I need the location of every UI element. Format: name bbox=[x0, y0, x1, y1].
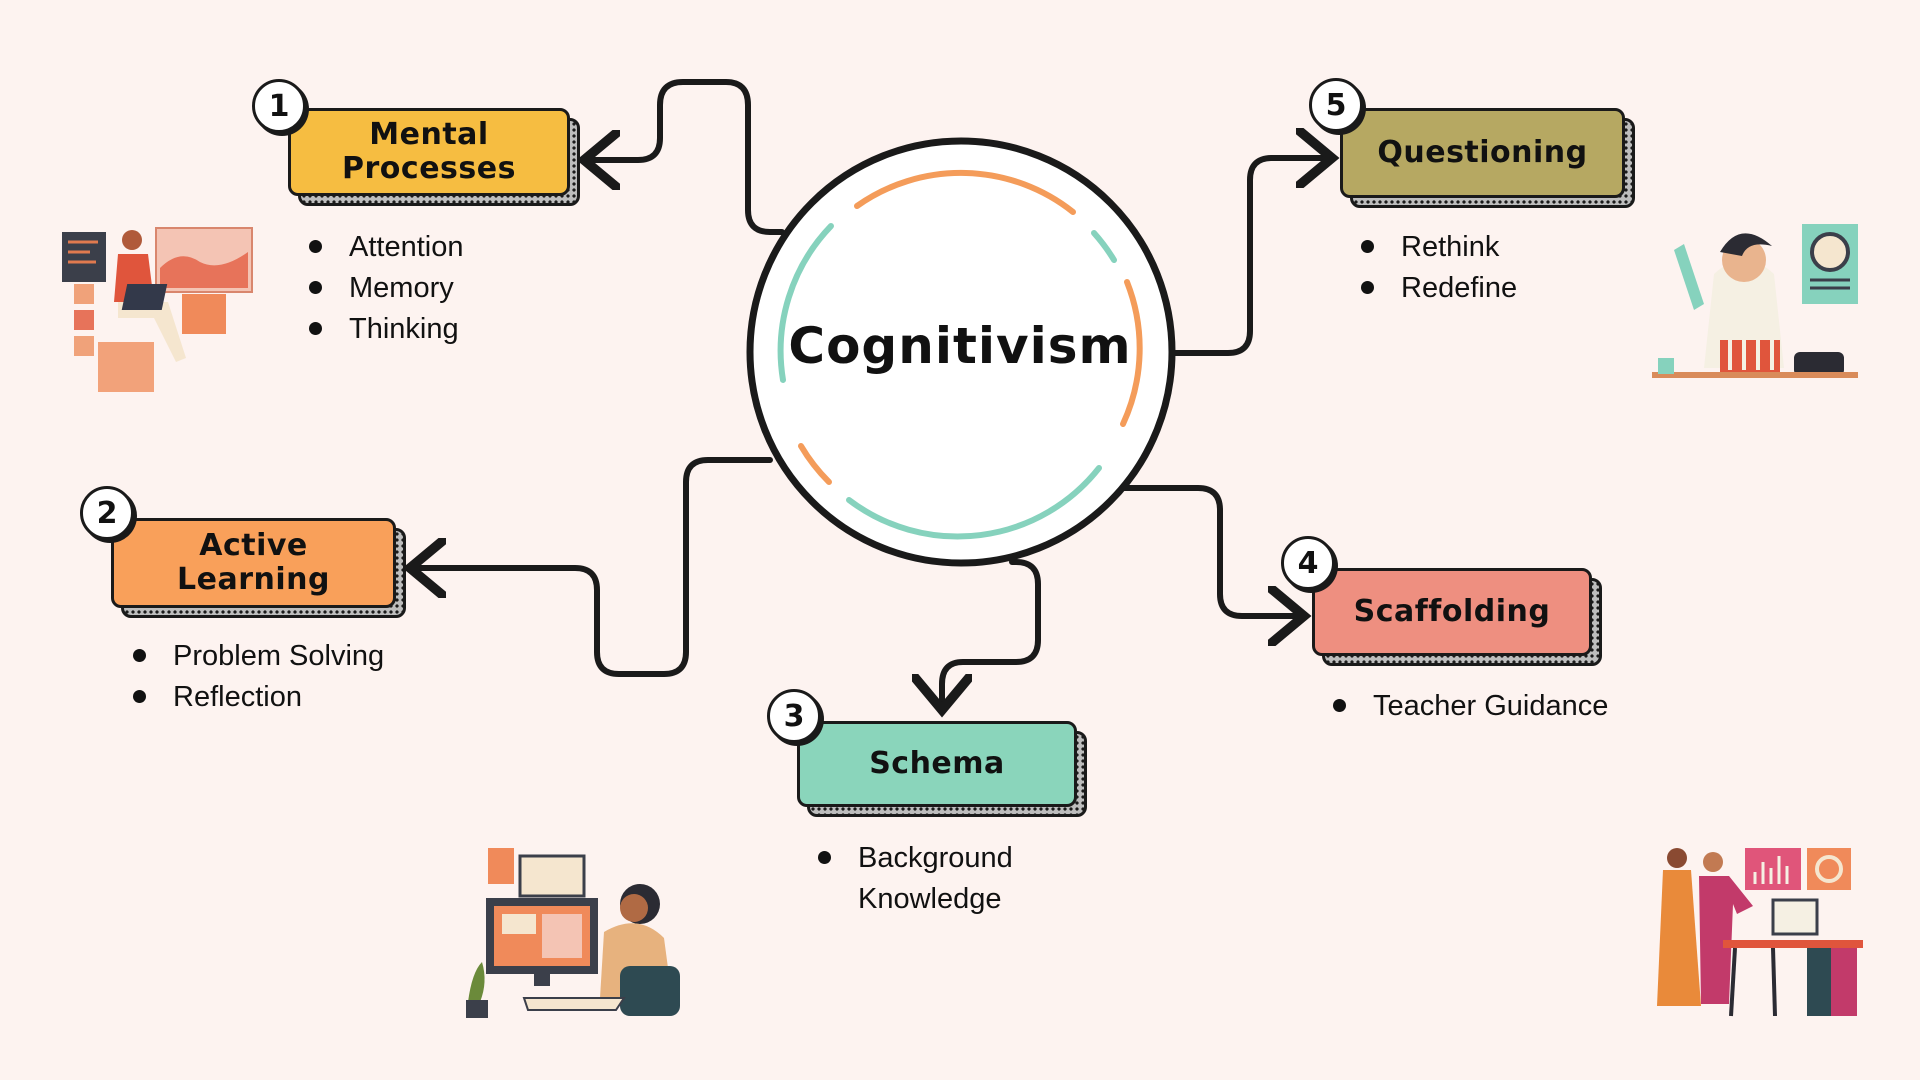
ring-arc-right bbox=[1120, 279, 1143, 427]
bullet-item: Background Knowledge bbox=[818, 838, 1058, 920]
bullets-active-learning: Problem Solving Reflection bbox=[133, 636, 384, 718]
node-active-learning: Active Learning bbox=[111, 518, 406, 618]
bullet-item: Rethink bbox=[1361, 227, 1517, 268]
node-scaffolding: Scaffolding bbox=[1312, 568, 1602, 666]
bullets-scaffolding: Teacher Guidance bbox=[1333, 686, 1608, 727]
bullet-item: Teacher Guidance bbox=[1333, 686, 1608, 727]
person-laptop-illustration bbox=[62, 227, 253, 392]
center-title: Cognitivism bbox=[788, 317, 1132, 375]
ring-arc-bottom bbox=[846, 465, 1102, 540]
bullet-item: Redefine bbox=[1361, 268, 1517, 309]
person-computer-desk-illustration bbox=[466, 848, 680, 1018]
connector-mental-processes bbox=[584, 79, 785, 235]
node-label: Schema bbox=[797, 721, 1077, 807]
badge-3: 3 bbox=[767, 689, 821, 743]
node-label: Mental Processes bbox=[288, 108, 570, 196]
ring-arc-right-teal bbox=[1091, 230, 1117, 263]
scientist-lab-illustration bbox=[1652, 224, 1858, 378]
badge-2: 2 bbox=[80, 486, 134, 540]
node-label: Active Learning bbox=[111, 518, 396, 608]
bullets-questioning: Rethink Redefine bbox=[1361, 227, 1517, 309]
bullet-item: Problem Solving bbox=[133, 636, 384, 677]
node-label: Scaffolding bbox=[1312, 568, 1592, 656]
ring-arc-bottom-left bbox=[798, 443, 832, 485]
bullets-schema: Background Knowledge bbox=[818, 838, 1058, 920]
ring-arc-top bbox=[854, 169, 1076, 215]
center-circle bbox=[746, 137, 1176, 567]
connector-questioning bbox=[1169, 158, 1332, 356]
node-questioning: Questioning bbox=[1340, 108, 1635, 208]
connector-active-learning bbox=[410, 457, 773, 677]
connector-schema bbox=[942, 559, 1041, 710]
two-people-presentation-illustration bbox=[1657, 848, 1863, 1017]
ring-arc-left bbox=[777, 223, 834, 383]
bullet-item: Reflection bbox=[133, 677, 384, 718]
node-mental-processes: Mental Processes bbox=[288, 108, 580, 206]
badge-5: 5 bbox=[1309, 78, 1363, 132]
bullets-mental-processes: Attention Memory Thinking bbox=[309, 227, 463, 350]
node-label: Questioning bbox=[1340, 108, 1625, 198]
badge-4: 4 bbox=[1281, 536, 1335, 590]
badge-1: 1 bbox=[252, 79, 306, 133]
bullet-item: Memory bbox=[309, 268, 463, 309]
bullet-item: Attention bbox=[309, 227, 463, 268]
node-schema: Schema bbox=[797, 721, 1087, 817]
bullet-item: Thinking bbox=[309, 309, 463, 350]
connector-scaffolding bbox=[1121, 485, 1304, 616]
